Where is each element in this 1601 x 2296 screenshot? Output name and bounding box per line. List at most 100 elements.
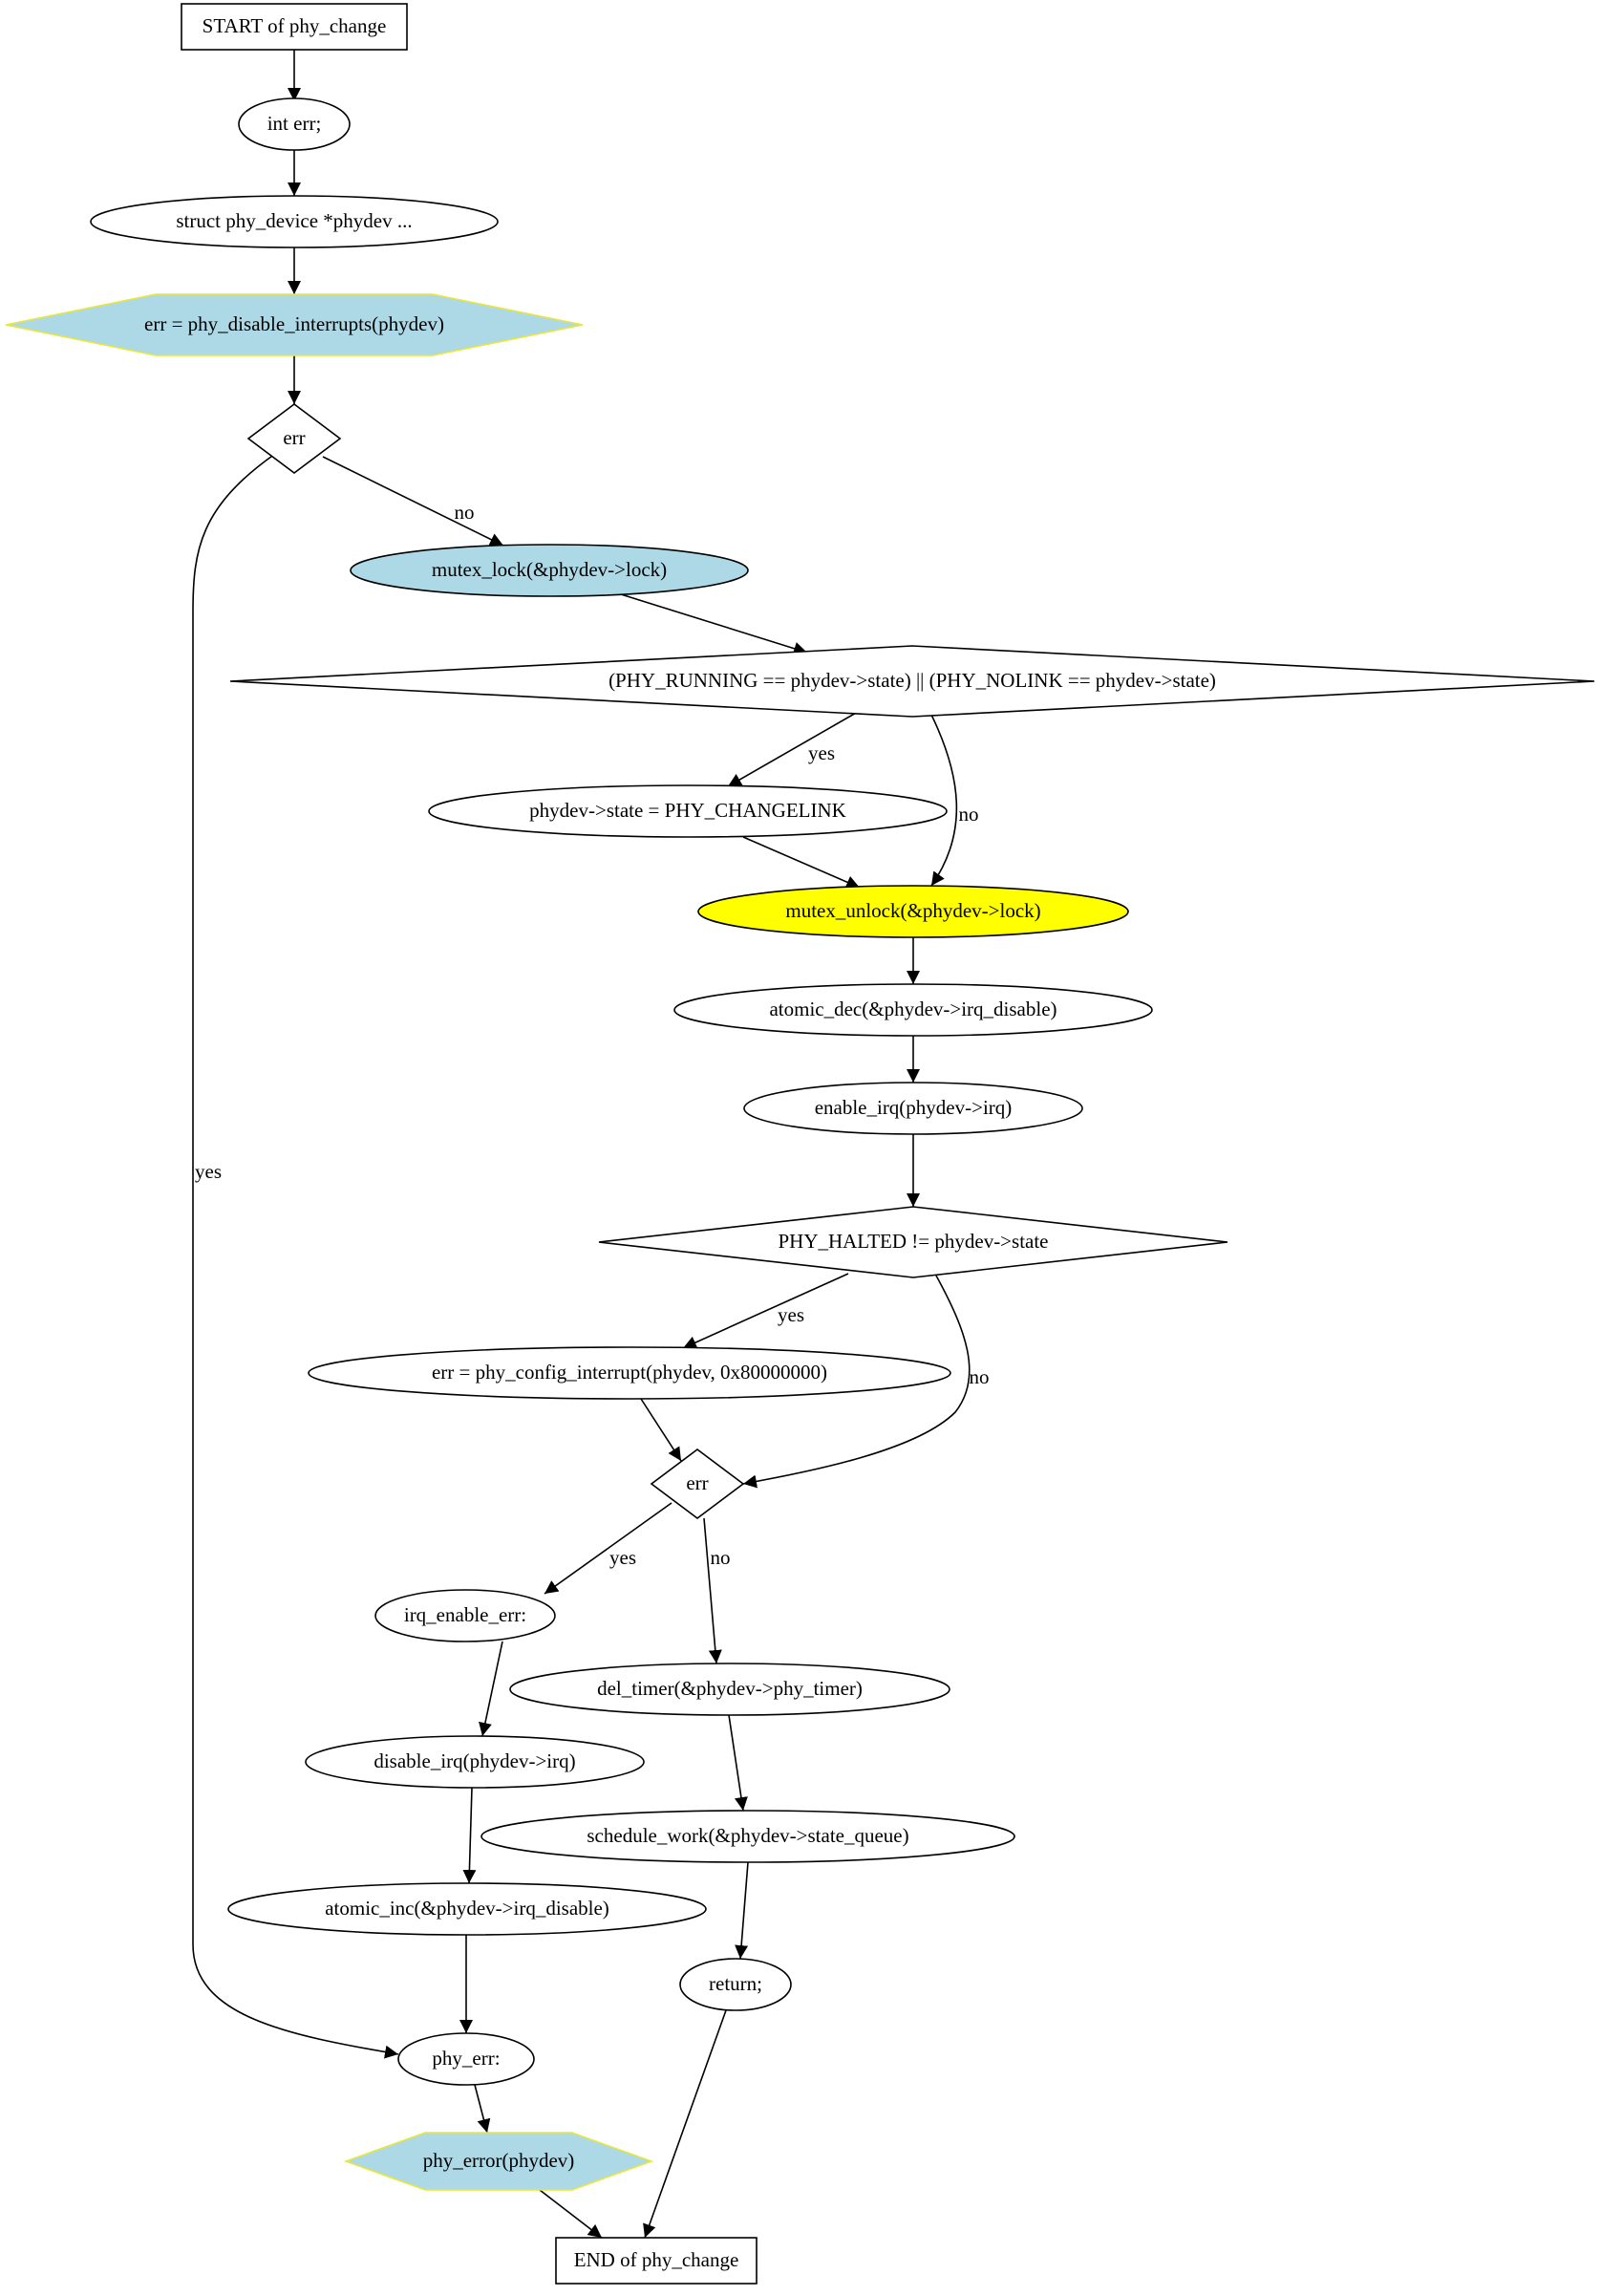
node-config-interrupt: err = phy_config_interrupt(phydev, 0x800… xyxy=(308,1346,951,1400)
node-enable-irq: enable_irq(phydev->irq) xyxy=(743,1082,1083,1135)
ellipse-shape xyxy=(428,784,948,838)
edge-disable_irq-to-atomic_inc xyxy=(728,1714,748,1812)
edge-line xyxy=(640,1398,682,1462)
edge-line xyxy=(727,711,859,787)
edge-mutex_lock-to-cond_state xyxy=(620,593,808,655)
edge-cond_halted-to-config_interrupt: yes xyxy=(682,1273,849,1349)
node-label: mutex_unlock(&phydev->lock) xyxy=(785,899,1040,922)
edge-line xyxy=(474,2084,491,2134)
node-label: atomic_dec(&phydev->irq_disable) xyxy=(769,998,1057,1020)
node-label: END of phy_change xyxy=(574,2248,739,2271)
node-cond-err1: err xyxy=(246,403,342,474)
hexagon-shape xyxy=(343,2132,654,2191)
node-label: err xyxy=(686,1471,708,1494)
box-shape xyxy=(555,2237,758,2285)
ellipse-shape xyxy=(697,885,1129,938)
node-label: del_timer(&phydev->phy_timer) xyxy=(597,1677,863,1700)
node-label: irq_enable_err: xyxy=(404,1603,526,1626)
ellipse-shape xyxy=(509,1663,950,1716)
node-return: return; xyxy=(679,1958,792,2011)
ellipse-shape xyxy=(374,1589,556,1642)
ellipse-shape xyxy=(480,1810,1015,1863)
node-label: err = phy_config_interrupt(phydev, 0x800… xyxy=(432,1361,827,1384)
edge-return-to-end xyxy=(474,2084,491,2134)
edge-label-no: no xyxy=(455,501,475,524)
ellipse-shape xyxy=(743,1082,1083,1135)
edge-cond_err2-to-del_timer: no xyxy=(703,1517,731,1664)
edge-cond_err2-to-irq_enable_err: yes xyxy=(544,1502,672,1595)
ellipse-shape xyxy=(679,1958,792,2011)
node-del-timer: del_timer(&phydev->phy_timer) xyxy=(509,1663,950,1716)
ellipse-shape xyxy=(673,983,1153,1037)
node-label: atomic_inc(&phydev->irq_disable) xyxy=(325,1897,609,1920)
edge-cond_halted-to-cond_err2: no xyxy=(742,1275,990,1489)
edge-cond_err1-to-mutex_lock: no xyxy=(322,456,504,547)
node-decl-err: int err; xyxy=(238,97,351,151)
diamond-shape xyxy=(229,645,1595,718)
hexagon-shape xyxy=(5,293,584,356)
node-mutex-unlock: mutex_unlock(&phydev->lock) xyxy=(697,885,1129,938)
ellipse-shape xyxy=(397,2032,535,2086)
ellipse-shape xyxy=(90,195,499,248)
node-label: mutex_lock(&phydev->lock) xyxy=(432,558,667,581)
node-label: (PHY_RUNNING == phydev->state) || (PHY_N… xyxy=(608,669,1216,692)
diamond-shape xyxy=(246,403,342,474)
edge-line xyxy=(742,1275,971,1489)
node-label: phy_err: xyxy=(432,2047,500,2070)
ellipse-shape xyxy=(227,1882,707,1936)
node-label: int err; xyxy=(267,112,322,135)
node-label: err = phy_disable_interrupts(phydev) xyxy=(144,312,444,335)
node-schedule-work: schedule_work(&phydev->state_queue) xyxy=(480,1810,1015,1863)
edge-label-yes: yes xyxy=(808,741,835,764)
node-label: phy_error(phydev) xyxy=(423,2149,575,2172)
edge-line xyxy=(930,714,958,887)
edge-cond_state-to-mutex_unlock: no xyxy=(930,714,979,887)
diamond-shape xyxy=(598,1206,1228,1278)
node-atomic-inc: atomic_inc(&phydev->irq_disable) xyxy=(227,1882,707,1936)
node-irq-enable-err: irq_enable_err: xyxy=(374,1589,556,1642)
ellipse-shape xyxy=(305,1735,645,1789)
edge-config_interrupt-to-cond_err2 xyxy=(640,1398,682,1462)
edge-atomic_inc-to-phy_err xyxy=(462,1787,477,1884)
edge-cond_state-to-set_changelink: yes xyxy=(727,711,859,787)
node-label: err xyxy=(283,426,305,449)
edge-irq_enable_err-to-disable_irq xyxy=(479,1641,503,1737)
node-atomic-dec: atomic_dec(&phydev->irq_disable) xyxy=(673,983,1153,1037)
edge-line xyxy=(462,1787,477,1884)
edge-line xyxy=(643,2009,727,2239)
edge-line xyxy=(728,1714,748,1812)
node-label: enable_irq(phydev->irq) xyxy=(815,1096,1013,1119)
edge-line xyxy=(539,2189,603,2239)
edge-line xyxy=(742,836,861,889)
node-mutex-lock: mutex_lock(&phydev->lock) xyxy=(350,544,749,597)
edge-label-yes: yes xyxy=(609,1546,636,1569)
edge-line xyxy=(735,1861,749,1960)
node-cond-err2: err xyxy=(650,1448,745,1519)
node-cond-halted: PHY_HALTED != phydev->state xyxy=(598,1206,1228,1278)
diamond-shape xyxy=(650,1448,745,1519)
edge-line xyxy=(620,593,808,655)
node-set-changelink: phydev->state = PHY_CHANGELINK xyxy=(428,784,948,838)
node-label: struct phy_device *phydev ... xyxy=(176,209,412,232)
edge-line xyxy=(192,453,399,2059)
edge-phy_err-to-phy_error xyxy=(643,2009,727,2239)
node-end: END of phy_change xyxy=(555,2237,758,2285)
edge-del_timer-to-schedule_work xyxy=(735,1861,749,1960)
node-label: schedule_work(&phydev->state_queue) xyxy=(587,1824,908,1847)
node-label: disable_irq(phydev->irq) xyxy=(374,1749,575,1772)
node-decl-phydev: struct phy_device *phydev ... xyxy=(90,195,499,248)
edge-label-yes: yes xyxy=(778,1303,804,1326)
node-label: PHY_HALTED != phydev->state xyxy=(778,1230,1048,1253)
node-cond-state: (PHY_RUNNING == phydev->state) || (PHY_N… xyxy=(229,645,1595,718)
edge-label-no: no xyxy=(711,1546,731,1569)
node-label: phydev->state = PHY_CHANGELINK xyxy=(529,799,846,822)
edge-line xyxy=(322,456,504,547)
edge-label-yes: yes xyxy=(195,1160,222,1183)
edge-line xyxy=(544,1502,672,1595)
ellipse-shape xyxy=(308,1346,951,1400)
node-disable-irq: disable_irq(phydev->irq) xyxy=(305,1735,645,1789)
node-label: return; xyxy=(709,1972,762,1995)
